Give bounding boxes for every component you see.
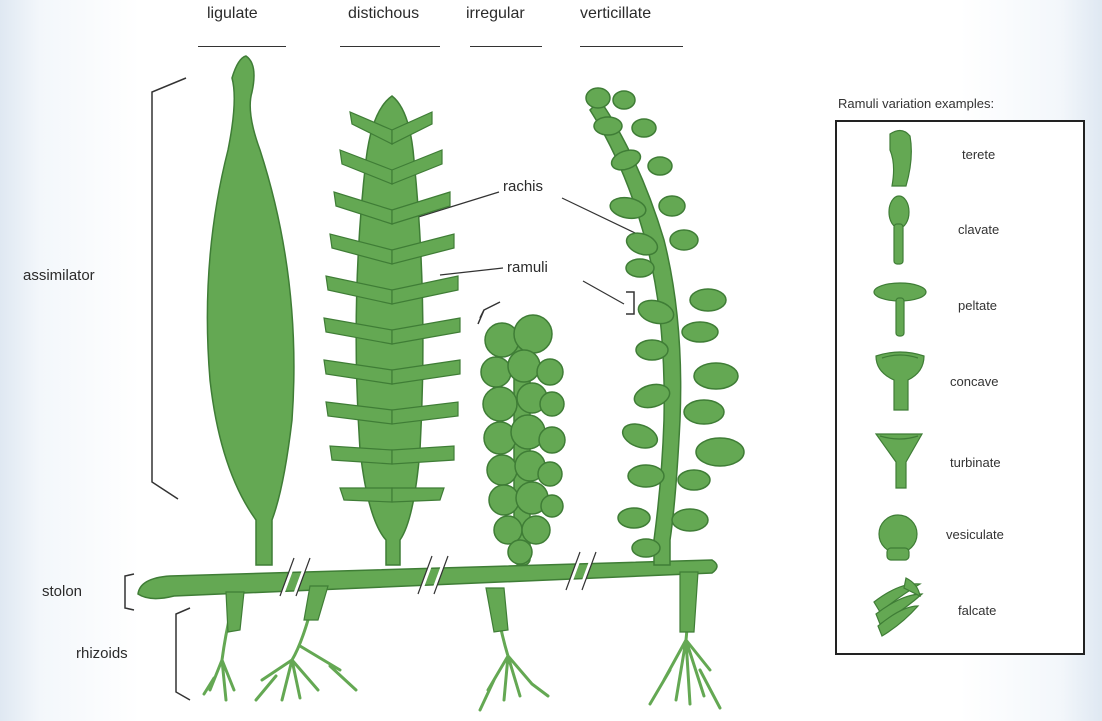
clavate-icon (889, 196, 909, 264)
legend-label-falcate: falcate (958, 603, 996, 618)
legend-label-clavate: clavate (958, 222, 999, 237)
vesiculate-icon (879, 515, 917, 560)
peltate-icon (874, 283, 926, 336)
turbinate-icon (876, 434, 922, 488)
legend-label-turbinate: turbinate (950, 455, 1001, 470)
terete-icon (890, 130, 911, 186)
legend-label-terete: terete (962, 147, 995, 162)
legend-label-vesiculate: vesiculate (946, 527, 1004, 542)
legend-label-concave: concave (950, 374, 998, 389)
falcate-icon (874, 578, 922, 636)
legend-label-peltate: peltate (958, 298, 997, 313)
concave-icon (876, 352, 924, 410)
